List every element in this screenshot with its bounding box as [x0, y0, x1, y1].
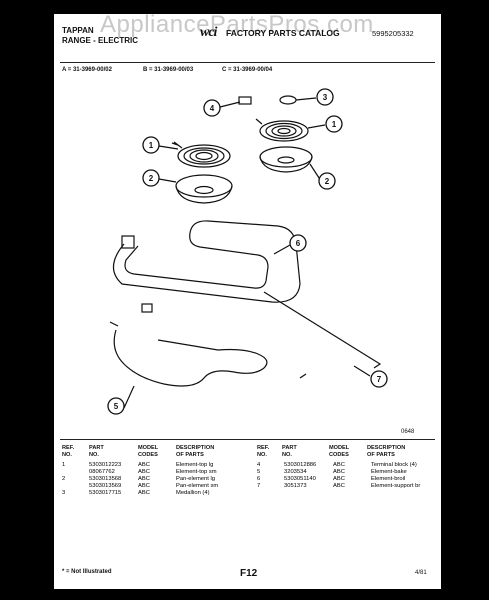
cell-ref: 3 [62, 490, 66, 496]
callout-5-label: 5 [114, 402, 119, 411]
cell-ref: 6 [257, 476, 261, 482]
not-illustrated-note: * = Not Illustrated [62, 569, 112, 575]
ref-header-left: REF.NO. [62, 445, 75, 458]
cell-model: ABC [333, 483, 345, 489]
cell-part: 5303051140 [284, 476, 316, 482]
table-row: 08067762 ABC Element-top sm [62, 469, 242, 476]
callout-1-right [325, 115, 343, 133]
catalog-title: FACTORY PARTS CATALOG [226, 28, 340, 38]
table-row: 7 3051373 ABC Element-support br [257, 483, 437, 490]
cell-part: 5303012223 [89, 462, 122, 468]
catalog-number: 5995205332 [372, 29, 414, 38]
callout-7-label: 7 [377, 375, 382, 384]
cell-model: ABC [333, 476, 345, 482]
cell-model: ABC [333, 469, 345, 475]
cell-ref: 2 [62, 476, 66, 482]
watermark: AppliancePartsPros.com [100, 11, 374, 38]
callout-2-left-label: 2 [149, 174, 154, 183]
table-row: 5 3203534 ABC Element-bake [257, 469, 437, 476]
cell-desc: Element-top lg [176, 462, 214, 468]
drip-pan-left [175, 174, 233, 204]
cell-desc: Element-top sm [176, 469, 217, 475]
cell-model: ABC [138, 490, 150, 496]
model-b: B = 31-3969-00/03 [143, 67, 194, 73]
product-line: RANGE - ELECTRIC [62, 36, 138, 45]
terminal-block [238, 96, 252, 105]
broil-element [112, 220, 301, 303]
parts-catalog-page: AppliancePartsPros.com TAPPAN RANGE - EL… [54, 11, 441, 589]
cell-ref: 7 [257, 483, 261, 489]
callout-5 [107, 397, 125, 415]
ref-header-right: REF.NO. [257, 445, 270, 458]
cell-part: 5303012886 [284, 462, 317, 468]
wci-logo: wci [200, 25, 217, 40]
cell-desc: Element-broil [371, 476, 406, 482]
table-row: 2 5303013568 ABC Pan-element lg [62, 476, 242, 483]
medallion [279, 95, 297, 105]
table-row: 6 5303051140 ABC Element-broil [257, 476, 437, 483]
table-row: 3 5303017715 ABC Medallion (4) [62, 490, 242, 497]
callout-6-label: 6 [296, 239, 301, 248]
cell-part: 08067762 [89, 469, 115, 475]
cell-model: ABC [138, 462, 150, 468]
model-a: A = 31-3969-00/02 [62, 67, 112, 73]
table-row: 4 5303012886 ABC Terminal block (4) [257, 462, 437, 469]
cell-desc: Element-support br [371, 483, 421, 489]
revision-date: 4/81 [415, 570, 427, 576]
cell-part: 3051373 [284, 483, 307, 489]
model-c: C = 31-3969-00/04 [222, 67, 273, 73]
page-number: F12 [240, 568, 258, 579]
support-end [299, 373, 307, 379]
cell-desc: Medallion (4) [176, 490, 210, 496]
cell-part: 5303017715 [89, 490, 122, 496]
cell-desc: Terminal block (4) [371, 462, 417, 468]
cell-part: 5303013568 [89, 476, 122, 482]
cell-model: ABC [138, 469, 150, 475]
callout-2-right [318, 172, 336, 190]
cell-ref: 5 [257, 469, 261, 475]
table-row: 1 5303012223 ABC Element-top lg [62, 462, 242, 469]
bake-element [109, 303, 268, 387]
cell-part: 5303013569 [89, 483, 122, 489]
figure-code: 0648 [401, 429, 415, 435]
header-rule [60, 62, 435, 63]
callout-2-right-label: 2 [325, 177, 330, 186]
surface-element-left [171, 141, 231, 168]
callout-1-right-label: 1 [332, 120, 337, 129]
callout-3-label: 3 [323, 93, 328, 102]
callout-1-left-label: 1 [149, 141, 154, 150]
drip-pan-right [259, 146, 313, 173]
cell-desc: Pan-element lg [176, 476, 215, 482]
callout-7 [370, 370, 388, 388]
callout-3 [316, 88, 334, 106]
cell-ref: 4 [257, 462, 261, 468]
surface-element-right [255, 118, 309, 142]
callout-2-left [142, 169, 160, 187]
callout-1-left [142, 136, 160, 154]
cell-model: ABC [333, 462, 345, 468]
brand-name: TAPPAN [62, 26, 94, 35]
table-top-rule [60, 439, 435, 440]
cell-desc: Element-bake [371, 469, 407, 475]
table-row: 5303013569 ABC Pan-element sm [62, 483, 242, 490]
cell-desc: Pan-element sm [176, 483, 219, 489]
callout-4 [203, 99, 221, 117]
callout-4-label: 4 [210, 104, 215, 113]
element-support-bracket [263, 291, 382, 369]
cell-ref: 1 [62, 462, 66, 468]
exploded-parts-diagram: 1 2 3 4 5 6 7 1 2 [107, 88, 388, 415]
callout-6 [289, 234, 307, 252]
cell-part: 3203534 [284, 469, 307, 475]
cell-model: ABC [138, 476, 150, 482]
cell-model: ABC [138, 483, 150, 489]
